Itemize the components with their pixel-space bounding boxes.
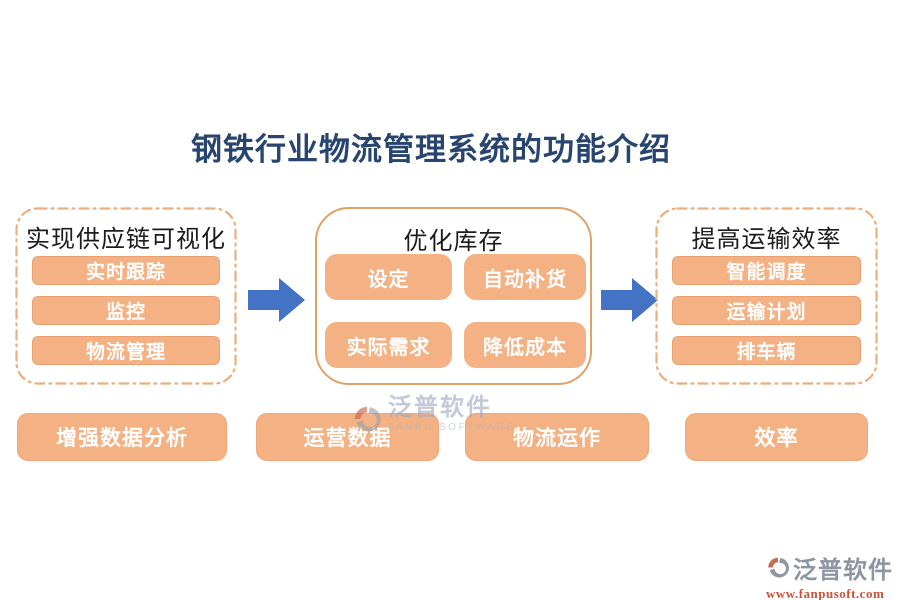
btn-actual-demand: 实际需求: [325, 322, 452, 368]
pill-monitoring: 监控: [32, 296, 220, 325]
page-title: 钢铁行业物流管理系统的功能介绍: [191, 132, 671, 167]
panel-inventory-optimization: 优化库存 设定 自动补货 实际需求 降低成本: [315, 207, 592, 385]
btn-setting: 设定: [325, 254, 452, 300]
btn-operation-data: 运营数据: [256, 413, 439, 461]
panel-title: 实现供应链可视化: [26, 227, 226, 253]
pill-smart-dispatch: 智能调度: [672, 256, 861, 285]
right-arrow-icon: [248, 278, 305, 322]
footer-brand: 泛普软件 www.fanpusoft.com: [766, 550, 893, 600]
pill-vehicle-scheduling: 排车辆: [672, 336, 861, 365]
panel-transport-efficiency: 提高运输效率 智能调度 运输计划 排车辆: [655, 207, 878, 385]
panel-supply-chain-visibility: 实现供应链可视化 实时跟踪 监控 物流管理: [15, 207, 237, 385]
btn-logistics-operation: 物流运作: [465, 413, 649, 461]
btn-cost-reduction: 降低成本: [464, 322, 586, 368]
pill-transport-plan: 运输计划: [672, 296, 861, 325]
footer-brand-name: 泛普软件: [793, 557, 893, 584]
right-arrow-icon: [601, 278, 658, 322]
panel-title: 优化库存: [403, 229, 504, 255]
footer-brand-url: www.fanpusoft.com: [766, 586, 885, 600]
fanpu-swirl-logo-icon: [768, 557, 789, 578]
btn-efficiency: 效率: [685, 413, 868, 461]
pill-real-time-tracking: 实时跟踪: [32, 256, 220, 285]
panel-title: 提高运输效率: [691, 227, 842, 253]
btn-enhanced-data-analysis: 增强数据分析: [17, 413, 227, 461]
pill-logistics-management: 物流管理: [32, 336, 220, 365]
btn-auto-replenishment: 自动补货: [464, 254, 586, 300]
